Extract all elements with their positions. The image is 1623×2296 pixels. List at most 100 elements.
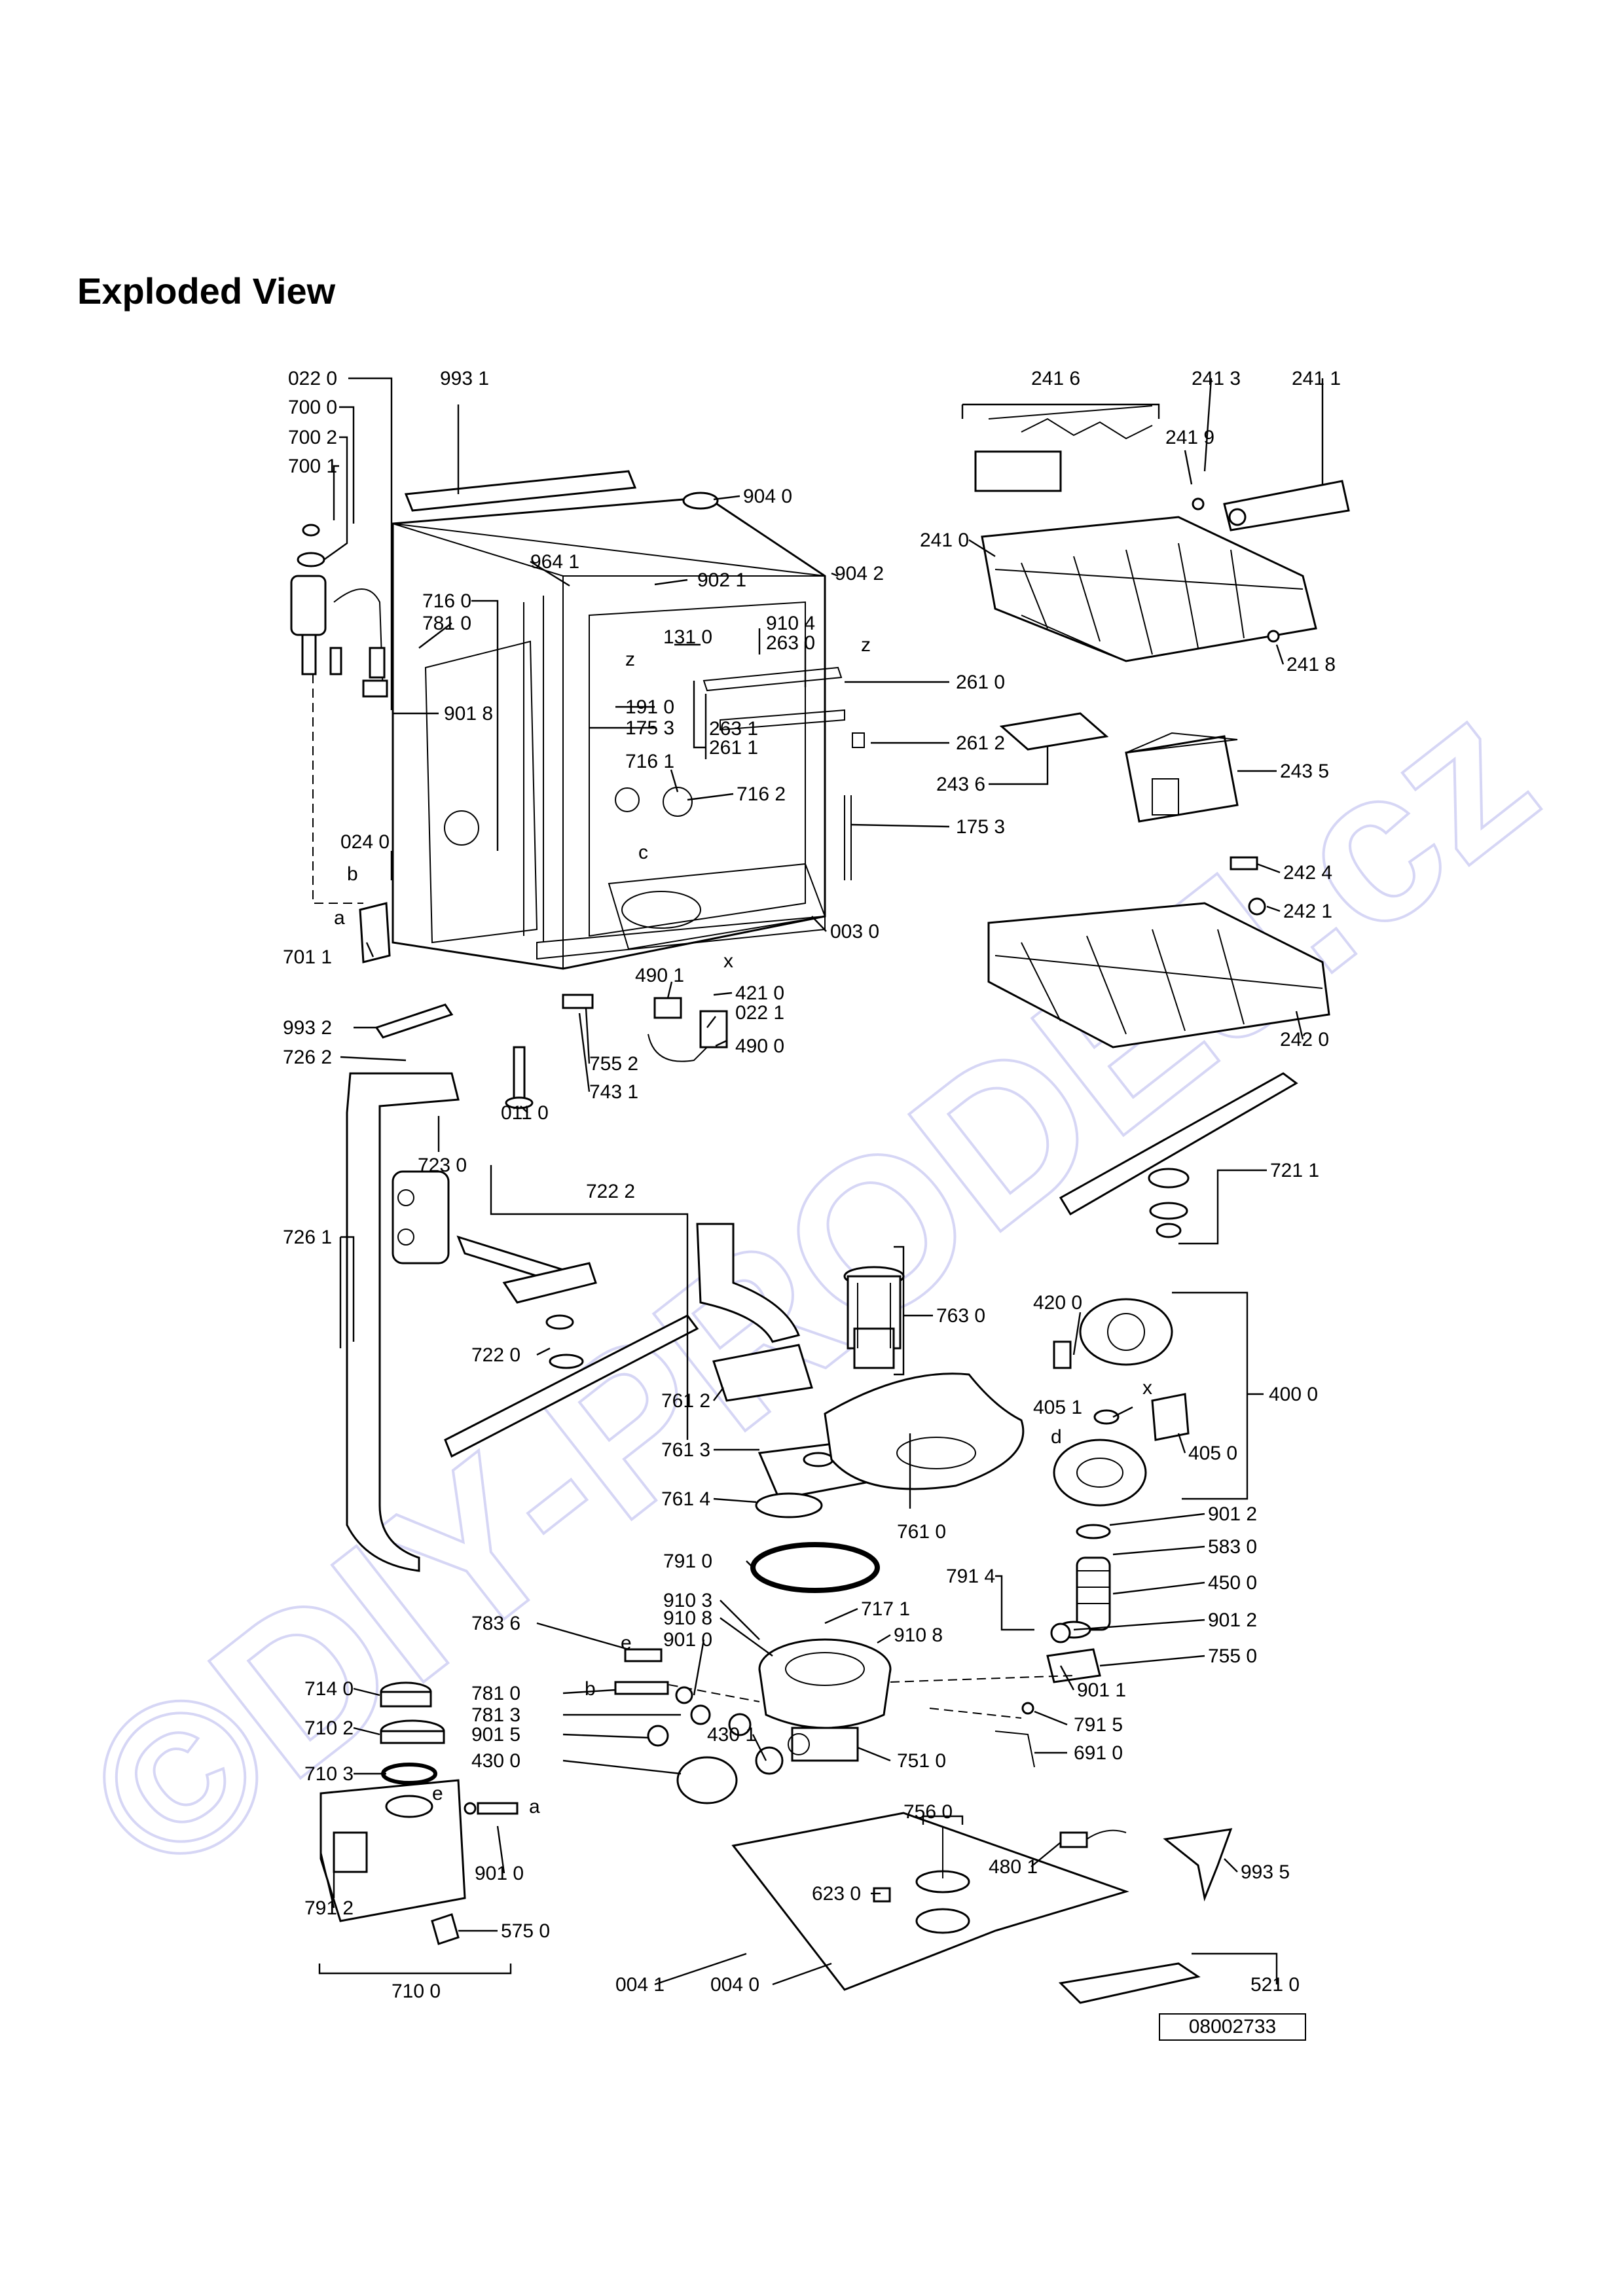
funnel-993-5: [1163, 1828, 1233, 1902]
label-405-0: 405 0: [1188, 1443, 1237, 1464]
label-761-2: 761 2: [661, 1390, 710, 1412]
tray-243-6: [999, 712, 1109, 751]
label-726-1: 726 1: [283, 1227, 332, 1248]
leader-lines: [318, 377, 1324, 1986]
label-242-0: 242 0: [1280, 1029, 1329, 1050]
label-003-0: 003 0: [830, 921, 879, 942]
label-910-8: 910 8: [663, 1607, 712, 1629]
clip-242-4: [1230, 856, 1258, 870]
label-791-0: 791 0: [663, 1551, 712, 1572]
spray-pipe-761-2: [696, 1223, 801, 1343]
control-panel-521-0: [1058, 1962, 1201, 2004]
water-inlet: [290, 524, 388, 904]
circulation-pump: [1053, 1298, 1190, 1507]
label-902-1: 902 1: [697, 569, 746, 591]
switch-480-1: [1059, 1831, 1088, 1848]
label-901-1: 901 1: [1077, 1679, 1126, 1701]
label-421-0: 421 0: [735, 982, 784, 1004]
label-761-0: 761 0: [897, 1521, 946, 1543]
group-labels: 241 6 722 2 763 0 400 0 721 1 756 0 710 …: [392, 368, 1319, 2002]
bolt-901-0: [477, 1802, 519, 1815]
label-191-0: 191 0: [625, 696, 674, 718]
label-261-0: 261 0: [956, 672, 1005, 693]
letter-z: z: [625, 649, 635, 670]
label-490-0: 490 0: [735, 1035, 784, 1057]
lower-spray-arm: [1059, 1072, 1298, 1216]
parts-drawing: [290, 405, 1350, 2004]
tub-body: [392, 492, 865, 970]
label-716-1: 716 1: [625, 751, 674, 772]
letter-c: c: [638, 842, 648, 863]
label-243-5: 243 5: [1280, 761, 1329, 782]
cup-rack-241-1: [1223, 480, 1350, 531]
label-490-1: 490 1: [635, 965, 684, 986]
drain-pump-430-0: [676, 1756, 738, 1804]
label-781-3: 781 3: [471, 1704, 520, 1726]
seal-761-4: [755, 1492, 823, 1518]
label-242-1: 242 1: [1283, 901, 1332, 922]
spring-781-0: [614, 1681, 669, 1695]
valve-575-0: [431, 1913, 460, 1945]
softener-710-0: [319, 1681, 466, 1922]
label-430-1: 430 1: [707, 1724, 756, 1746]
label-710-3: 710 3: [304, 1763, 354, 1785]
label-716-0: 716 0: [422, 590, 471, 612]
label-901-2: 901 2: [1208, 1503, 1257, 1525]
label-751-0: 751 0: [897, 1750, 946, 1772]
letter-e-2: e: [432, 1783, 443, 1804]
label-901-2b: 901 2: [1208, 1609, 1257, 1631]
label-175-3: 175 3: [625, 717, 674, 739]
label-743-1: 743 1: [589, 1081, 638, 1103]
letter-a: a: [334, 907, 345, 929]
label-700-2: 700 2: [288, 427, 337, 448]
label-700-1: 700 1: [288, 456, 337, 477]
label-004-1: 004 1: [615, 1974, 665, 1996]
label-241-0: 241 0: [920, 529, 969, 551]
switch-part: [562, 994, 594, 1009]
fine-filter-761-0: [824, 1372, 1025, 1490]
label-716-2: 716 2: [737, 783, 786, 805]
label-993-5: 993 5: [1241, 1861, 1290, 1883]
label-405-1: 405 1: [1033, 1397, 1082, 1418]
cup-shelf-rail: [974, 405, 1153, 492]
letter-x: x: [723, 950, 733, 972]
gasket-791-0: [750, 1542, 880, 1593]
label-714-0: 714 0: [304, 1678, 354, 1700]
top-cover-strip: [404, 470, 637, 512]
label-904-2: 904 2: [835, 563, 884, 584]
label-420-0: 420 0: [1033, 1292, 1082, 1314]
group-label-241-6: 241 6: [1031, 368, 1080, 389]
label-450-0: 450 0: [1208, 1572, 1257, 1594]
hose-755-0: [1046, 1648, 1101, 1683]
wrench-tool: [374, 1003, 454, 1039]
label-791-2: 791 2: [304, 1897, 354, 1919]
label-263-1: 263 1: [709, 718, 758, 740]
label-781-0: 781 0: [422, 613, 471, 634]
group-label-722-2: 722 2: [586, 1181, 635, 1202]
label-761-4: 761 4: [661, 1488, 710, 1510]
sump-housing: [758, 1638, 892, 1762]
label-717-1: 717 1: [861, 1598, 910, 1620]
label-901-0b: 901 0: [475, 1863, 524, 1884]
label-700-0: 700 0: [288, 397, 337, 418]
label-575-0: 575 0: [501, 1920, 550, 1942]
letter-a-2: a: [529, 1796, 540, 1818]
label-910-3: 910 3: [663, 1590, 712, 1611]
label-726-2: 726 2: [283, 1047, 332, 1068]
label-783-6: 783 6: [471, 1613, 520, 1634]
label-901-5: 901 5: [471, 1724, 520, 1746]
label-761-3: 761 3: [661, 1439, 710, 1461]
label-241-8: 241 8: [1286, 654, 1336, 675]
label-022-1: 022 1: [735, 1002, 784, 1024]
group-label-763-0: 763 0: [936, 1305, 985, 1327]
label-241-3: 241 3: [1192, 368, 1241, 389]
label-723-0: 723 0: [418, 1155, 467, 1176]
group-label-400-0: 400 0: [1269, 1384, 1318, 1405]
label-755-0: 755 0: [1208, 1645, 1257, 1667]
part-labels: 022 0 993 1 700 0 700 2 700 1 904 0 964 …: [283, 368, 1341, 1996]
water-supply-pipe: [346, 1072, 460, 1572]
document-number: 08002733: [1159, 2013, 1306, 2041]
letter-b: b: [347, 863, 358, 885]
label-263-0: 263 0: [766, 632, 815, 654]
